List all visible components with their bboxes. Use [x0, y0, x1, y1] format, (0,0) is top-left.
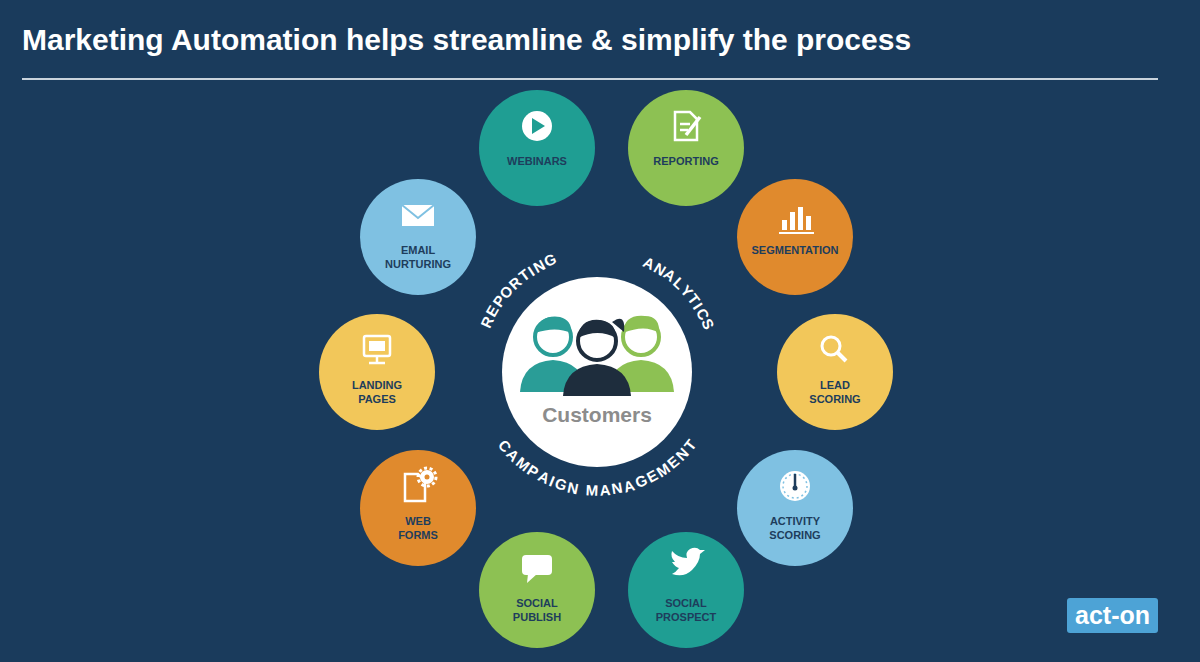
node-circles-part — [319, 314, 435, 430]
feature-circle: LANDING PAGES — [319, 314, 435, 430]
feature-circle: SOCIAL PROSPECT — [628, 532, 744, 648]
feature-label: SEGMENTATION — [752, 243, 839, 257]
customers-icon — [520, 316, 674, 396]
web-forms-icon — [405, 468, 436, 501]
social-publish-icon-part — [527, 574, 537, 583]
ring-letter: N — [566, 478, 580, 497]
email-icon — [402, 205, 434, 226]
email-icon-part — [402, 205, 434, 218]
feature-circle: ACTIVITY SCORING — [737, 450, 853, 566]
feature-label: ACTIVITY SCORING — [769, 514, 820, 542]
social-prospect-icon — [671, 548, 705, 576]
node-circles-part — [360, 450, 476, 566]
social-prospect-icon-part — [671, 548, 705, 576]
feature-circle: REPORTING — [628, 90, 744, 206]
activity-scoring-icon-part — [783, 474, 807, 498]
feature-label: WEB FORMS — [398, 514, 438, 542]
customers-icon-part — [612, 319, 624, 332]
segmentation-icon-part — [782, 220, 787, 230]
activity-scoring-icon — [780, 471, 810, 501]
lead-scoring-icon-part — [822, 337, 840, 355]
node-circles-part — [737, 179, 853, 295]
ring-letter: M — [585, 481, 598, 499]
feature-label: SOCIAL PROSPECT — [656, 596, 717, 624]
feature-label: LANDING PAGES — [352, 378, 402, 406]
node-circles-part — [479, 90, 595, 206]
landing-pages-icon-part — [364, 336, 390, 356]
feature-label: REPORTING — [653, 154, 718, 168]
reporting-icon-part — [686, 117, 700, 135]
feature-circle: SOCIAL PUBLISH — [479, 532, 595, 648]
web-forms-icon-part — [418, 468, 436, 486]
webinars-icon — [522, 111, 552, 141]
center-label: Customers — [542, 403, 652, 427]
node-circles — [319, 90, 893, 648]
segmentation-icon-part — [790, 212, 795, 230]
social-publish-icon — [522, 555, 552, 583]
reporting-icon-part — [680, 129, 688, 132]
social-publish-icon-part — [522, 555, 552, 575]
email-icon-part — [402, 205, 434, 226]
reporting-icon-part — [680, 123, 690, 126]
customers-icon-part — [578, 320, 616, 338]
node-circles-part — [479, 532, 595, 648]
brand-logo: act-on — [1067, 598, 1158, 633]
feature-label: WEBINARS — [507, 154, 567, 168]
web-forms-icon-part — [420, 470, 434, 484]
page-title: Marketing Automation helps streamline & … — [22, 22, 911, 58]
segmentation-icon — [779, 207, 814, 234]
customers-icon-part — [563, 364, 631, 396]
customers-circle: Customers — [502, 277, 692, 467]
node-circles-part — [777, 314, 893, 430]
customers-icon-part — [623, 316, 659, 333]
landing-pages-icon-part — [369, 341, 385, 351]
node-circles-part — [628, 90, 744, 206]
activity-scoring-icon-part — [793, 486, 798, 491]
segmentation-icon-part — [779, 232, 814, 234]
ring-letter — [579, 480, 585, 497]
lead-scoring-icon-part — [838, 353, 846, 361]
webinars-icon-part — [522, 111, 552, 141]
title-rule — [22, 78, 1158, 80]
landing-pages-icon — [364, 336, 390, 363]
feature-circle: LEAD SCORING — [777, 314, 893, 430]
feature-label: SOCIAL PUBLISH — [513, 596, 561, 624]
segmentation-icon-part — [806, 216, 811, 230]
webinars-icon-part — [532, 118, 545, 134]
feature-circle: WEBINARS — [479, 90, 595, 206]
web-forms-icon-part — [425, 475, 430, 480]
node-circles-part — [502, 277, 692, 467]
node-circles-part — [360, 179, 476, 295]
feature-circle: EMAIL NURTURING — [360, 179, 476, 295]
feature-circle: WEB FORMS — [360, 450, 476, 566]
feature-label: EMAIL NURTURING — [385, 243, 451, 271]
reporting-icon — [675, 112, 700, 140]
landing-pages-icon-part — [369, 362, 385, 365]
node-circles-part — [737, 450, 853, 566]
ring-letter: A — [599, 481, 611, 499]
customers-icon-part — [535, 317, 571, 333]
landing-pages-icon-part — [376, 356, 379, 362]
lead-scoring-icon — [822, 337, 846, 361]
feature-circle: SEGMENTATION — [737, 179, 853, 295]
node-circles-part — [628, 532, 744, 648]
segmentation-icon-part — [798, 207, 803, 230]
activity-scoring-icon-part — [780, 471, 810, 501]
feature-label: LEAD SCORING — [809, 378, 860, 406]
